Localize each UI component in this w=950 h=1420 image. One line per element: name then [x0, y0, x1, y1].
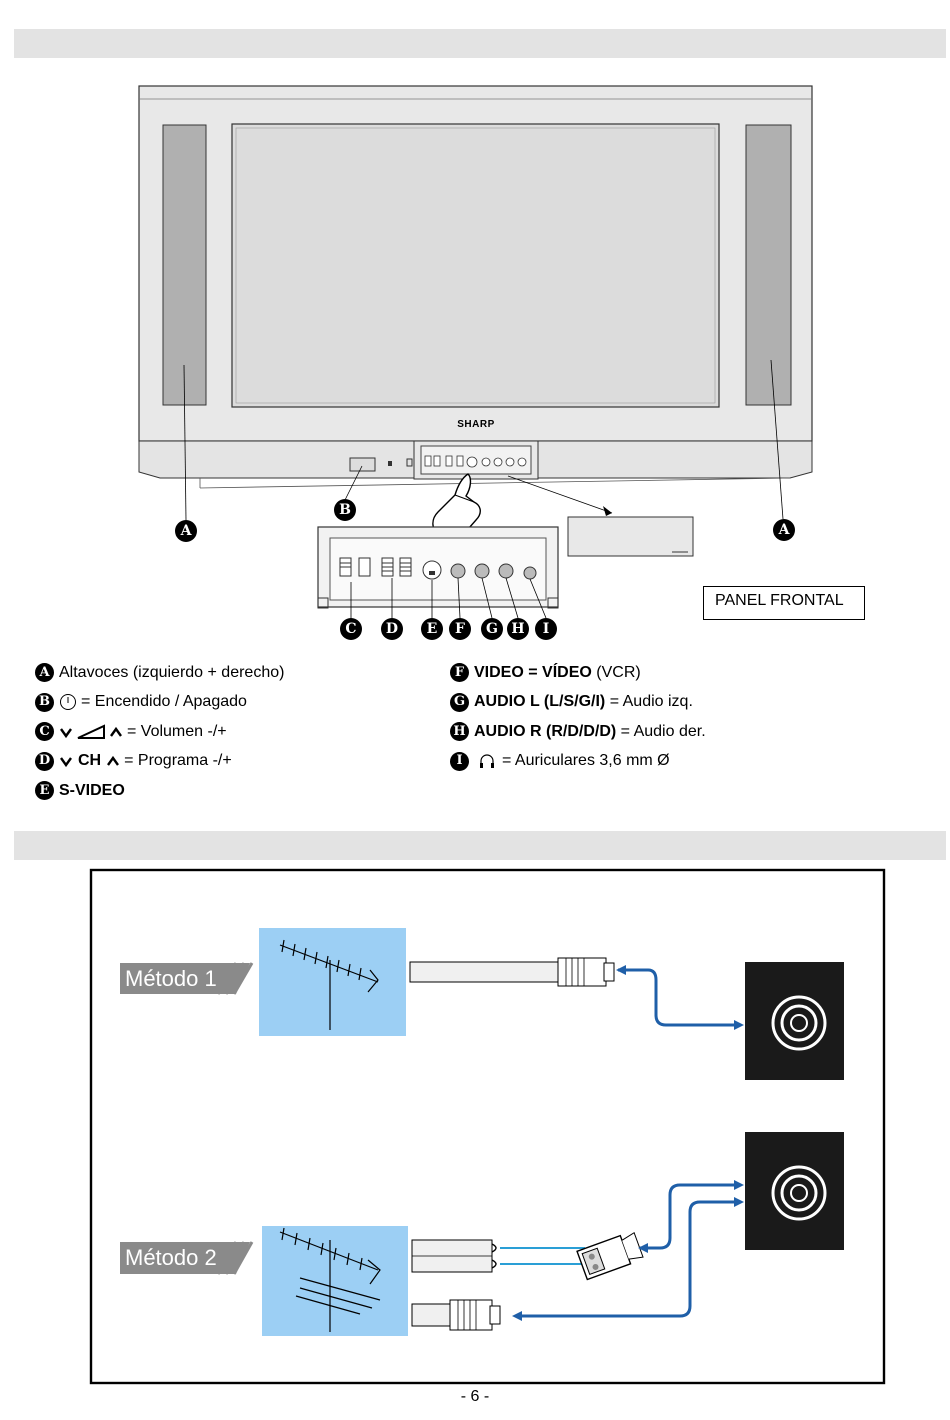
method2-label: Método 2	[125, 1245, 217, 1271]
chevron-down-icon	[59, 754, 73, 768]
volume-wedge-icon	[76, 724, 106, 740]
callout-e: E	[421, 618, 443, 640]
right-speaker	[746, 125, 791, 405]
tv-screen	[232, 124, 719, 407]
legend-item-i: I = Auriculares 3,6 mm Ø	[450, 747, 706, 777]
callout-h: H	[507, 618, 529, 640]
callout-a-left: A	[175, 520, 197, 542]
callout-g: G	[481, 618, 503, 640]
tv-front-illustration	[0, 0, 950, 650]
antenna-connection-diagram	[0, 860, 950, 1390]
legend-item-c: C = Volumen -/+	[35, 717, 284, 747]
callout-d: D	[381, 618, 403, 640]
power-button-shape	[350, 458, 375, 471]
headphones-icon	[478, 752, 496, 770]
chevron-up-icon	[106, 754, 120, 768]
legend-item-b: B = Encendido / Apagado	[35, 688, 284, 718]
chevron-down-icon	[59, 725, 73, 739]
method1-antenna-box	[259, 928, 406, 1036]
method2-antenna-box	[262, 1226, 408, 1336]
section-header-bar-2	[14, 831, 946, 860]
callout-a-right: A	[773, 519, 795, 541]
legend-item-d: D CH = Programa -/+	[35, 747, 284, 777]
chevron-up-icon	[109, 725, 123, 739]
panel-frontal-label: PANEL FRONTAL	[703, 586, 865, 620]
tv-antenna-socket-1	[745, 962, 844, 1080]
callout-f: F	[449, 618, 471, 640]
callout-b: B	[334, 499, 356, 521]
brand-logo: SHARP	[446, 419, 506, 430]
method1-label: Método 1	[125, 966, 217, 992]
tv-antenna-socket-2	[745, 1132, 844, 1250]
page-number: - 6 -	[0, 1388, 950, 1406]
callout-i: I	[535, 618, 557, 640]
callout-c: C	[340, 618, 362, 640]
left-speaker	[163, 125, 206, 405]
power-icon	[59, 693, 77, 711]
